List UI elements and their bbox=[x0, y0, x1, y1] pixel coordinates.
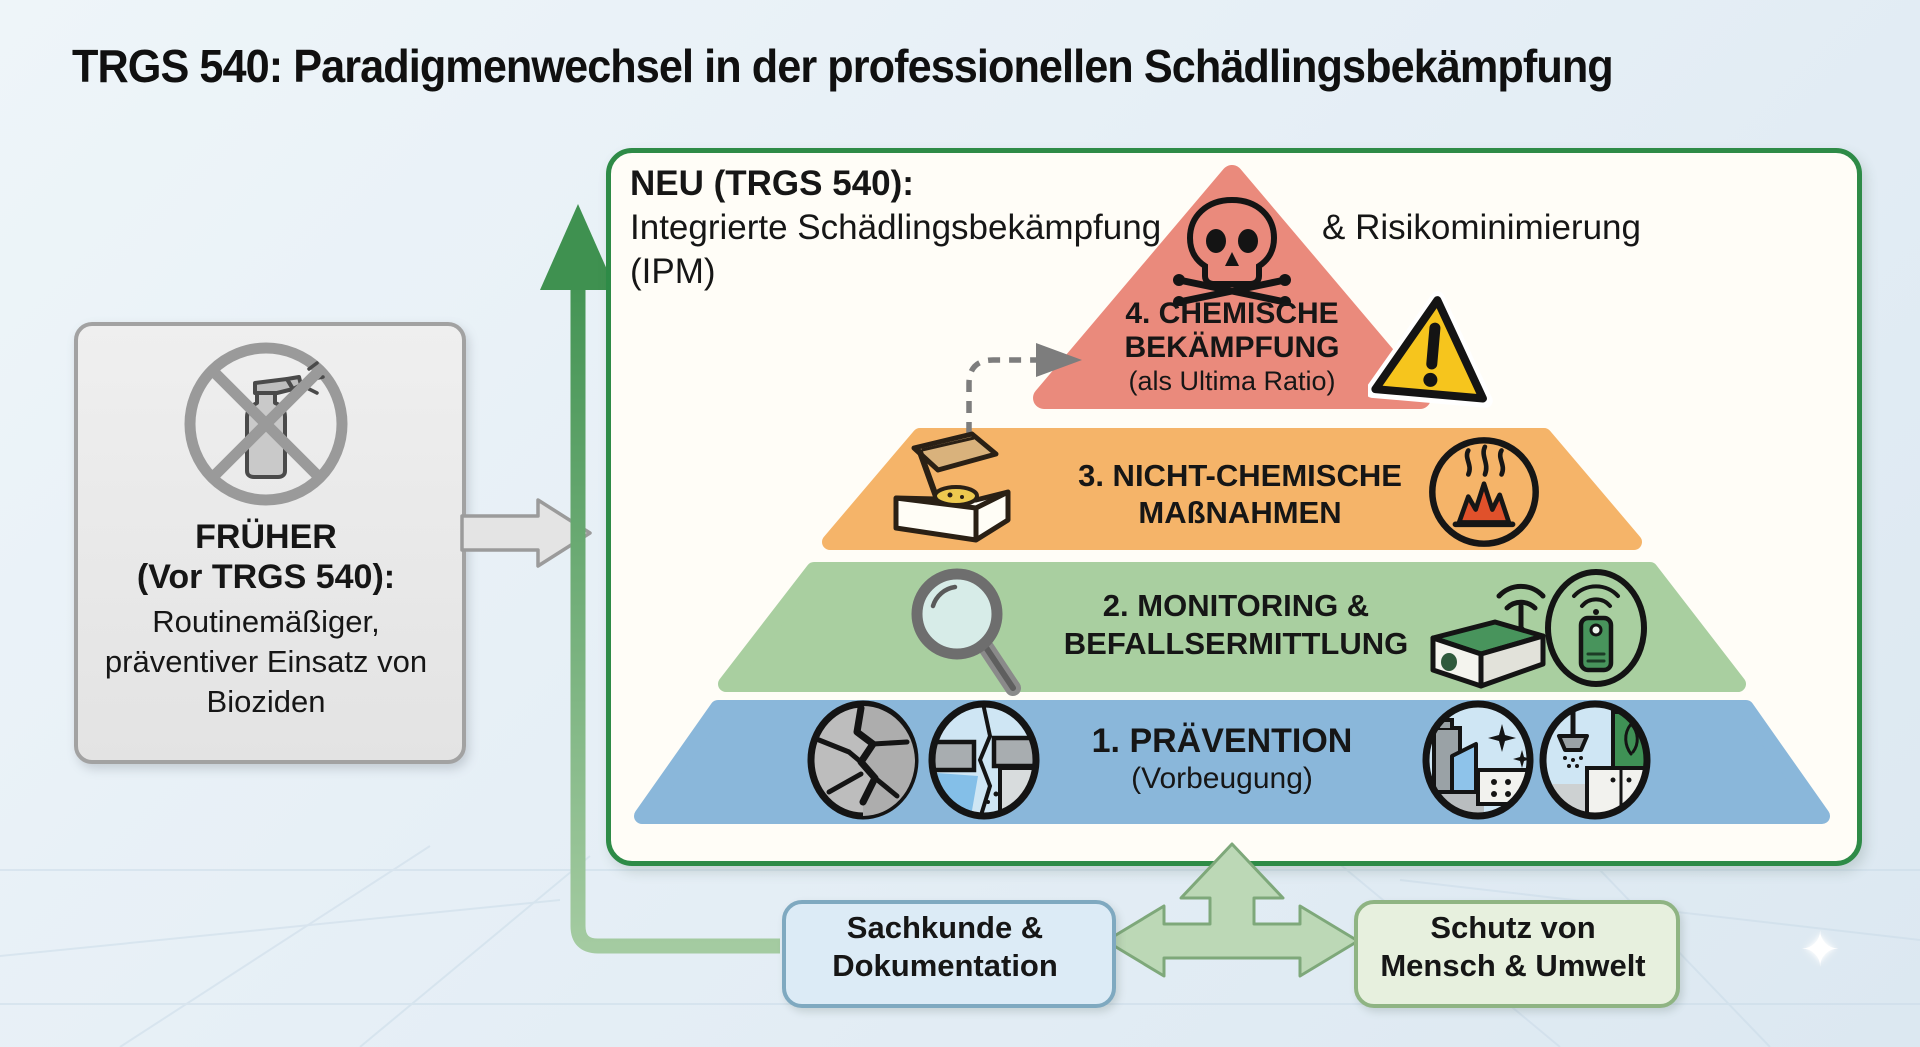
sachkunde-line1: Sachkunde & bbox=[846, 910, 1044, 945]
pyramid-level-3 bbox=[822, 428, 1642, 550]
frueher-title: FRÜHER bbox=[195, 518, 337, 556]
heat-treatment-icon bbox=[1429, 437, 1539, 547]
level1-subtitle: (Vorbeugung) bbox=[1131, 762, 1313, 795]
level4-line1: 4. CHEMISCHE bbox=[1125, 297, 1339, 330]
sealed-wall-icon bbox=[928, 700, 1040, 820]
ipm-label-line3: (IPM) bbox=[630, 252, 716, 291]
sensor-icon bbox=[1545, 569, 1647, 687]
dashed-arrow-icon bbox=[966, 343, 1082, 434]
page-title: TRGS 540: Paradigmenwechsel in der profe… bbox=[72, 40, 1614, 92]
level2-line1: 2. MONITORING & bbox=[1102, 588, 1370, 623]
level3-line1: 3. NICHT-CHEMISCHE bbox=[1078, 458, 1402, 493]
schutz-box bbox=[1354, 900, 1680, 1008]
ipm-label-right-note: & Risikominimierung bbox=[1322, 208, 1641, 247]
level4-subtitle: (als Ultima Ratio) bbox=[1128, 366, 1336, 396]
frueher-body-3: Bioziden bbox=[206, 684, 326, 719]
bait-station-icon bbox=[1430, 583, 1546, 689]
level3-line2: MAßNAHMEN bbox=[1138, 495, 1342, 530]
kitchen-hygiene-icon bbox=[1539, 700, 1651, 820]
sachkunde-box bbox=[782, 900, 1116, 1008]
frueher-subtitle: (Vor TRGS 540): bbox=[136, 558, 396, 596]
level4-line2: BEKÄMPFUNG bbox=[1124, 331, 1340, 364]
ipm-label-heading: NEU (TRGS 540): bbox=[630, 164, 914, 203]
no-biocide-spray-icon bbox=[184, 342, 348, 506]
level2-line2: BEFALLSERMITTLUNG bbox=[1063, 626, 1409, 661]
sparkle-icon: ✦ bbox=[1800, 924, 1841, 977]
warning-triangle-icon bbox=[1368, 291, 1493, 408]
schutz-line2: Mensch & Umwelt bbox=[1380, 948, 1646, 983]
up-arrow-icon bbox=[540, 204, 780, 954]
right-arrow-icon bbox=[460, 498, 592, 568]
ipm-label-line2: Integrierte Schädlingsbekämpfung bbox=[630, 208, 1162, 247]
level1-line1: 1. PRÄVENTION bbox=[1091, 722, 1353, 760]
cleaning-icon bbox=[1422, 700, 1534, 820]
mouse-trap-icon bbox=[893, 431, 1011, 543]
frueher-body-1: Routinemäßiger, bbox=[152, 604, 380, 639]
frueher-body-2: präventiver Einsatz von bbox=[104, 644, 428, 679]
skull-crossbones-icon bbox=[1173, 196, 1291, 306]
magnifier-icon bbox=[911, 568, 1021, 696]
schutz-line1: Schutz von bbox=[1430, 910, 1596, 945]
crack-wall-icon bbox=[807, 700, 919, 820]
sachkunde-line2: Dokumentation bbox=[832, 948, 1058, 983]
